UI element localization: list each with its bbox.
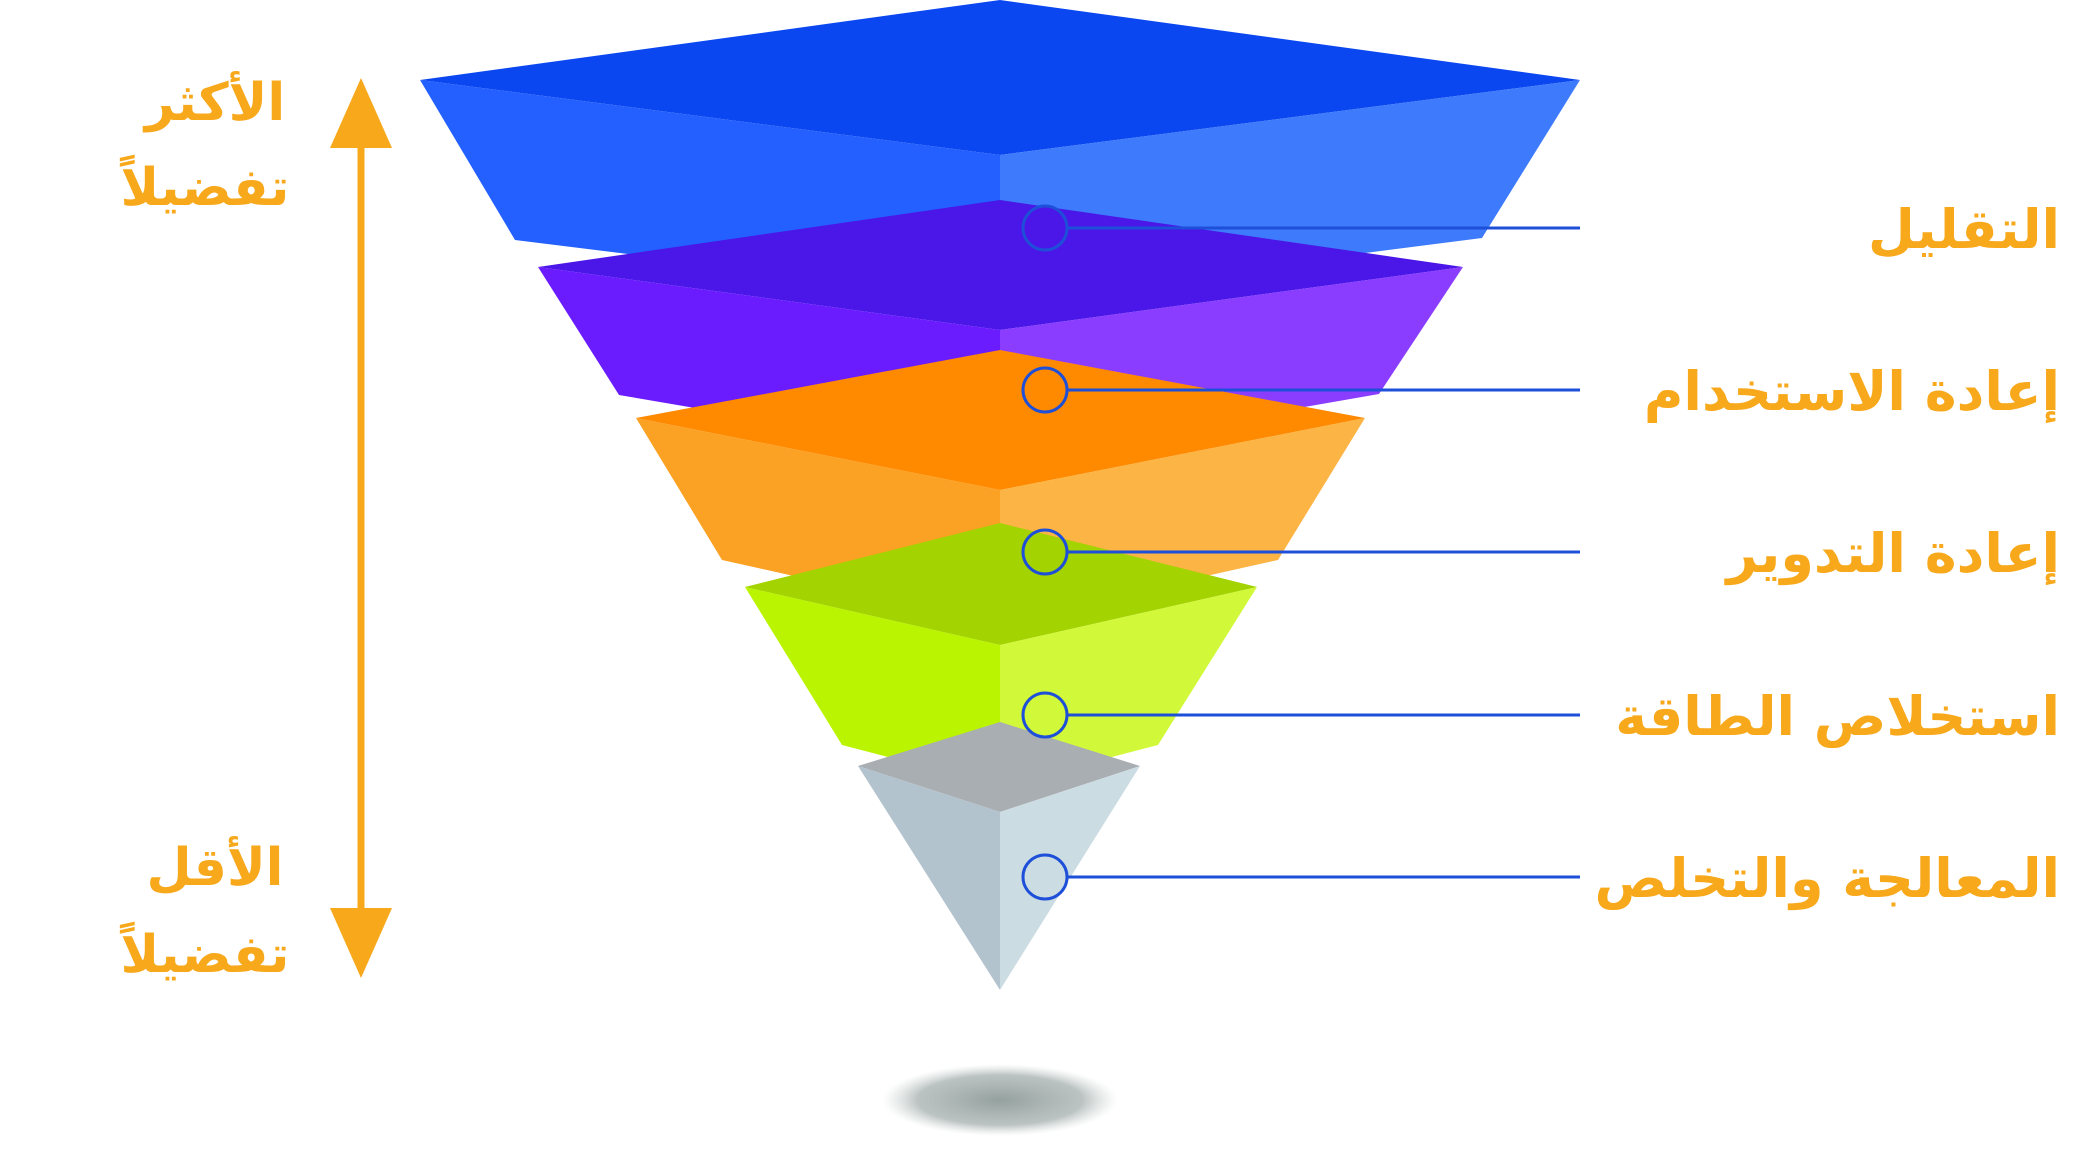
layer-1-label: التقليل bbox=[1868, 198, 2060, 261]
pyramid-layer-4 bbox=[745, 523, 1257, 786]
least-preferred-line1: الأقل bbox=[146, 835, 283, 898]
layer-connectors bbox=[1021, 204, 1580, 901]
most-preferred-line1: الأكثر bbox=[142, 70, 285, 133]
layer-2-label: إعادة الاستخدام bbox=[1644, 360, 2060, 423]
layer-3-top-face bbox=[636, 350, 1365, 490]
layer-5-connector bbox=[1021, 853, 1580, 901]
connector-circle bbox=[1021, 204, 1069, 252]
arrow-up-head bbox=[330, 78, 392, 148]
connector-circle bbox=[1021, 853, 1069, 901]
layer-1-connector bbox=[1021, 204, 1580, 252]
layer-3-connector bbox=[1021, 528, 1580, 576]
layer-5-label: المعالجة والتخلص bbox=[1594, 847, 2060, 911]
axis-labels: الأكثر تفضيلاً الأقل تفضيلاً bbox=[119, 70, 289, 985]
layer-4-right-face bbox=[1000, 587, 1257, 786]
most-preferred-line2: تفضيلاً bbox=[119, 154, 289, 218]
connector-circle bbox=[1021, 691, 1069, 739]
layer-3-label: إعادة التدوير bbox=[1723, 522, 2060, 585]
layer-4-label: استخلاص الطاقة bbox=[1615, 685, 2060, 749]
layer-4-top-face bbox=[745, 523, 1257, 645]
pyramid-layer-5 bbox=[858, 722, 1140, 990]
layer-5-left-face bbox=[858, 766, 1000, 990]
floor-shadow bbox=[882, 1064, 1118, 1136]
importance-arrow bbox=[330, 78, 392, 978]
pyramid-layers bbox=[420, 0, 1580, 990]
layer-labels: التقليل إعادة الاستخدام إعادة التدوير استخل… bbox=[1594, 198, 2060, 911]
layer-5-top-face bbox=[858, 722, 1140, 812]
arrow-down-head bbox=[330, 908, 392, 978]
connector-circle bbox=[1021, 366, 1069, 414]
connector-circle bbox=[1021, 528, 1069, 576]
layer-4-left-face bbox=[745, 587, 1000, 786]
layer-1-top-face bbox=[420, 0, 1580, 155]
layer-4-connector bbox=[1021, 691, 1580, 739]
layer-2-connector bbox=[1021, 366, 1580, 414]
least-preferred-line2: تفضيلاً bbox=[119, 921, 289, 985]
layer-2-top-face bbox=[538, 200, 1463, 330]
